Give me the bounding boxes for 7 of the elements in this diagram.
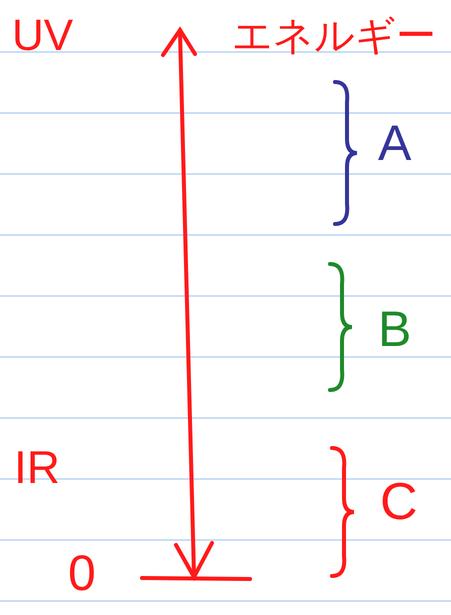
spectrum-label: IR (14, 444, 60, 490)
range-label: A (378, 118, 412, 168)
range-label: C (380, 476, 418, 528)
axis-title: エネルギー (232, 16, 436, 56)
axis-origin-label: 0 (68, 548, 96, 598)
range-label: B (378, 304, 412, 354)
spectrum-label: UV (12, 14, 74, 58)
